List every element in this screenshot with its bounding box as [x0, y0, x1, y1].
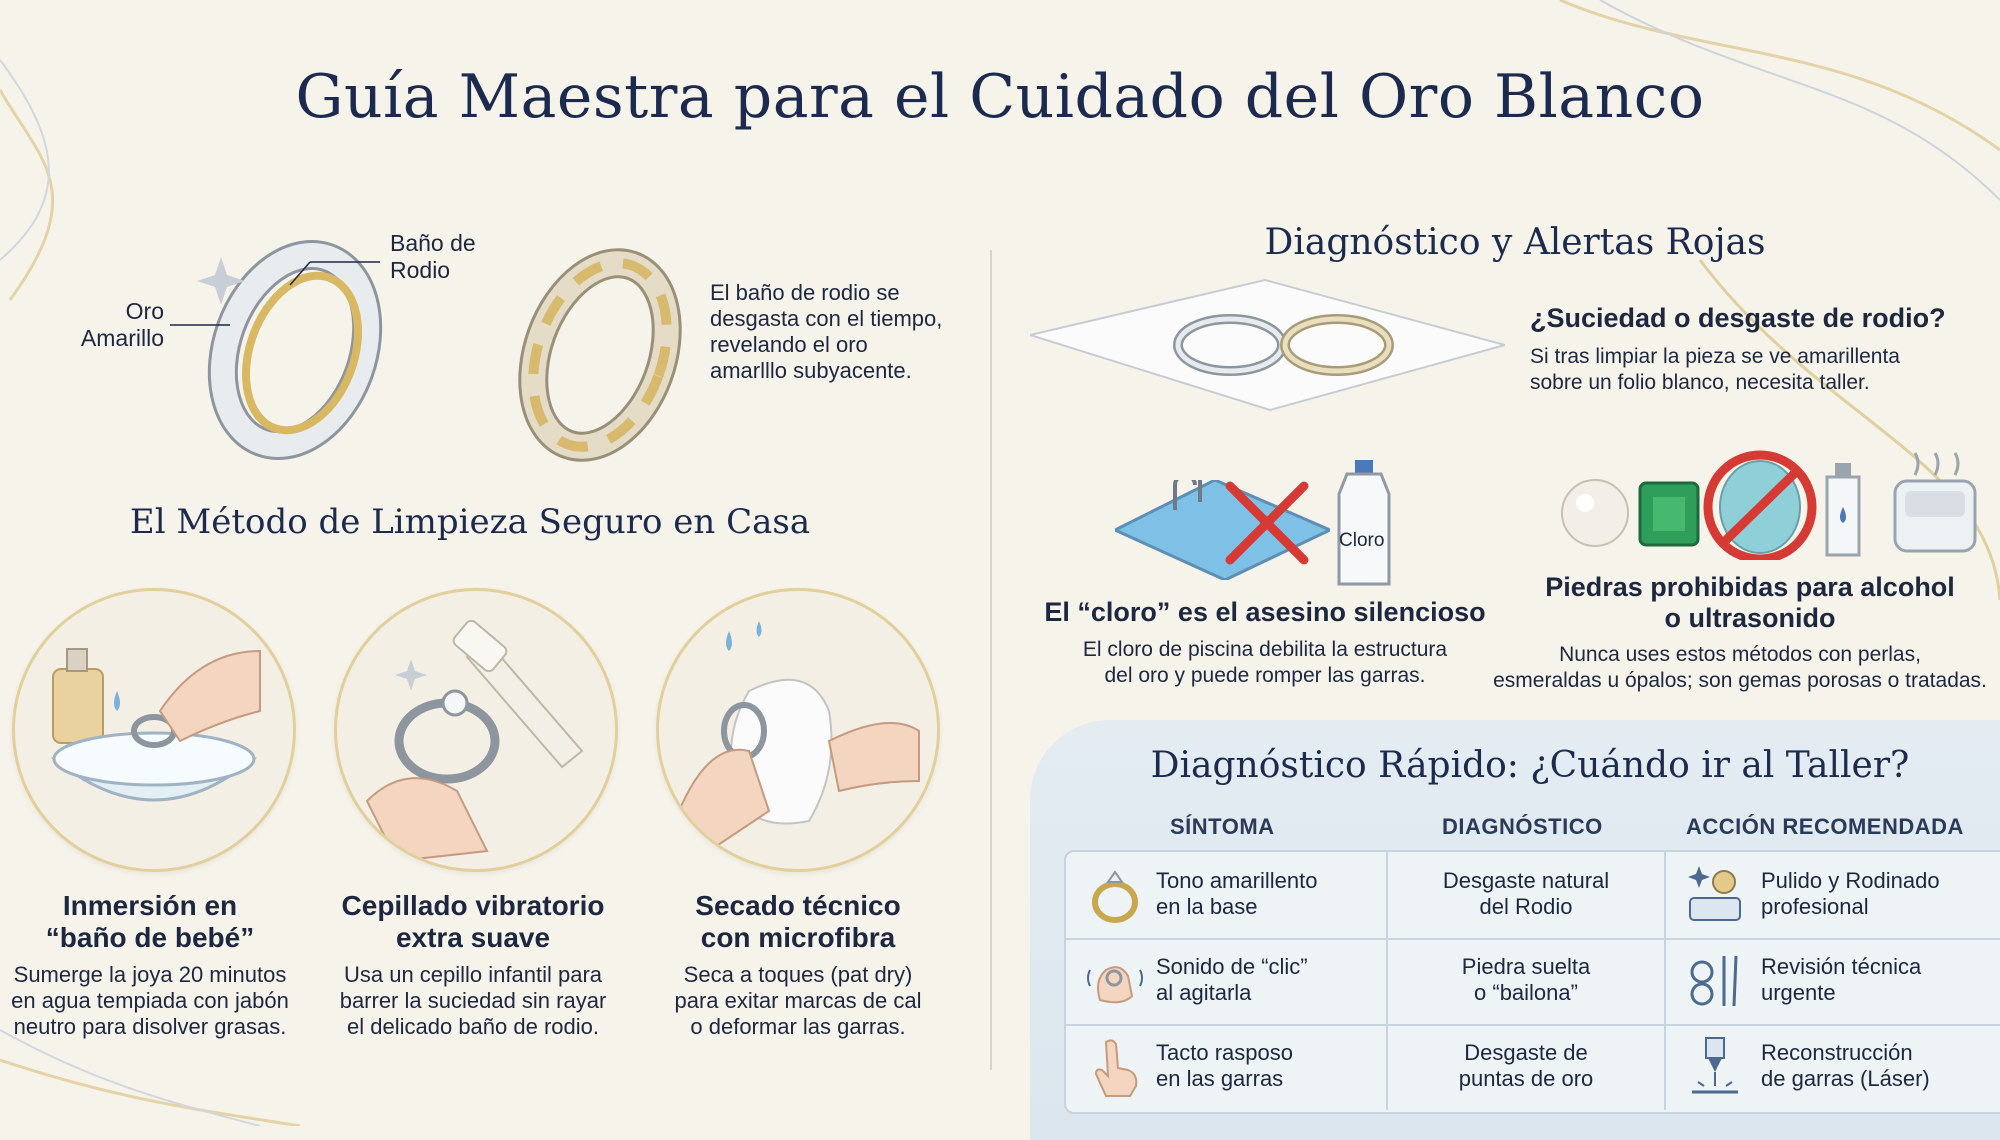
- step-1-text: Sumerge la joya 20 minutos en agua tempi…: [11, 962, 289, 1039]
- emerald-icon: [1638, 481, 1700, 547]
- diagnosis-section-title: Diagnóstico y Alertas Rojas: [1264, 222, 1766, 263]
- pearl-icon: [1561, 479, 1629, 547]
- diagnosis-text: Desgaste natural del Rodio: [1442, 868, 1610, 919]
- alcohol-bottle-icon: [1825, 463, 1861, 557]
- diagnosis-cell: Piedra suelta o “bailona”: [1388, 938, 1666, 1024]
- diagnosis-text: Piedra suelta o “bailona”: [1461, 954, 1591, 1005]
- action-cell: Pulido y Rodinado profesional: [1666, 852, 2000, 938]
- prohibited-cross-icon: [1225, 481, 1309, 565]
- polishing-tray-icon: [1688, 866, 1741, 921]
- diagnosis-cell: Desgaste natural del Rodio: [1388, 852, 1666, 938]
- forbidden-stones-text: Nunca uses estos métodos con perlas, esm…: [1493, 643, 1987, 692]
- symptom-cell: Tacto rasposo en las garras: [1066, 1024, 1388, 1110]
- symptom-cell: Sonido de “clic” al agitarla: [1066, 938, 1388, 1024]
- header-symptom: SÍNTOMA: [1170, 814, 1275, 839]
- touching-finger-icon: [1094, 1039, 1138, 1097]
- action-text: Revisión técnica urgente: [1761, 954, 1922, 1005]
- step-3-illustration: [656, 588, 940, 872]
- table-row: Sonido de “clic” al agitarla Piedra suel…: [1066, 938, 2000, 1026]
- forbidden-stones-title: Piedras prohibidas para alcohol o ultras…: [1545, 572, 1955, 633]
- step-1-illustration: [12, 588, 296, 872]
- worn-ring-illustration: [518, 248, 682, 462]
- rhodium-label: Baño de Rodio: [390, 230, 476, 283]
- white-paper-test-illustration: [1030, 278, 1505, 412]
- section-divider: [990, 250, 992, 1070]
- step-2-text: Usa un cepillo infantil para barrer la s…: [339, 962, 607, 1039]
- method-section-title: El Método de Limpieza Seguro en Casa: [129, 502, 811, 542]
- action-cell: Revisión técnica urgente: [1666, 938, 2000, 1024]
- yellow-gold-label: Oro Amarillo: [80, 298, 164, 351]
- action-cell: Reconstrucción de garras (Láser): [1666, 1024, 2000, 1110]
- opal-prohibited-icon: [1703, 450, 1817, 560]
- white-gold-ring-illustration: [197, 240, 383, 460]
- step-2-illustration: [334, 588, 618, 872]
- chlorine-bottle-icon: Cloro: [1333, 460, 1395, 586]
- diagnosis-cell: Desgaste de puntas de oro: [1388, 1024, 1666, 1110]
- step-3-title: Secado técnico con microfibra: [695, 890, 901, 953]
- jeweler-tools-icon: [1690, 955, 1738, 1007]
- chlorine-bottle-label: Cloro: [1339, 530, 1385, 551]
- quick-diagnosis-title: Diagnóstico Rápido: ¿Cuándo ir al Taller…: [1150, 745, 1910, 786]
- dirt-or-wear-title: ¿Suciedad o desgaste de rodio?: [1530, 303, 1946, 333]
- page-title: Guía Maestra para el Cuidado del Oro Bla…: [295, 62, 1705, 133]
- table-row: Tono amarillento en la base Desgaste nat…: [1066, 852, 2000, 940]
- symptom-text: Sonido de “clic” al agitarla: [1156, 954, 1308, 1005]
- dirt-or-wear-text: Si tras limpiar la pieza se ve amarillen…: [1530, 345, 1900, 394]
- ring-icon: [1092, 870, 1138, 923]
- label-pointers: [170, 261, 380, 326]
- diagnosis-text: Desgaste de puntas de oro: [1458, 1040, 1594, 1091]
- shaking-hand-icon: [1087, 966, 1143, 1004]
- symptom-cell: Tono amarillento en la base: [1066, 852, 1388, 938]
- table-row: Tacto rasposo en las garras Desgaste de …: [1066, 1024, 2000, 1110]
- header-diagnosis: DIAGNÓSTICO: [1442, 814, 1603, 839]
- pool-icon: [1115, 480, 1330, 580]
- step-3-text: Seca a toques (pat dry) para exitar marc…: [674, 962, 922, 1039]
- symptom-text: Tacto rasposo en las garras: [1156, 1040, 1293, 1091]
- rhodium-wear-description: El baño de rodio se desgasta con el tiem…: [710, 280, 943, 383]
- action-text: Pulido y Rodinado profesional: [1761, 868, 1940, 919]
- action-text: Reconstrucción de garras (Láser): [1761, 1040, 1930, 1091]
- ultrasonic-cleaner-icon: [1893, 452, 1977, 553]
- quick-diagnosis-table: Tono amarillento en la base Desgaste nat…: [1064, 850, 2000, 1114]
- laser-icon: [1692, 1037, 1738, 1094]
- header-action: ACCIÓN RECOMENDADA: [1686, 814, 1964, 839]
- step-2-title: Cepillado vibratorio extra suave: [341, 890, 605, 953]
- forbidden-stones-row: [1561, 450, 1977, 560]
- symptom-text: Tono amarillento en la base: [1156, 868, 1318, 919]
- chlorine-text: El cloro de piscina debilita la estructu…: [1082, 638, 1448, 687]
- step-1-title: Inmersión en “baño de bebé”: [45, 890, 255, 953]
- chlorine-title: El “cloro” es el asesino silencioso: [1044, 597, 1486, 627]
